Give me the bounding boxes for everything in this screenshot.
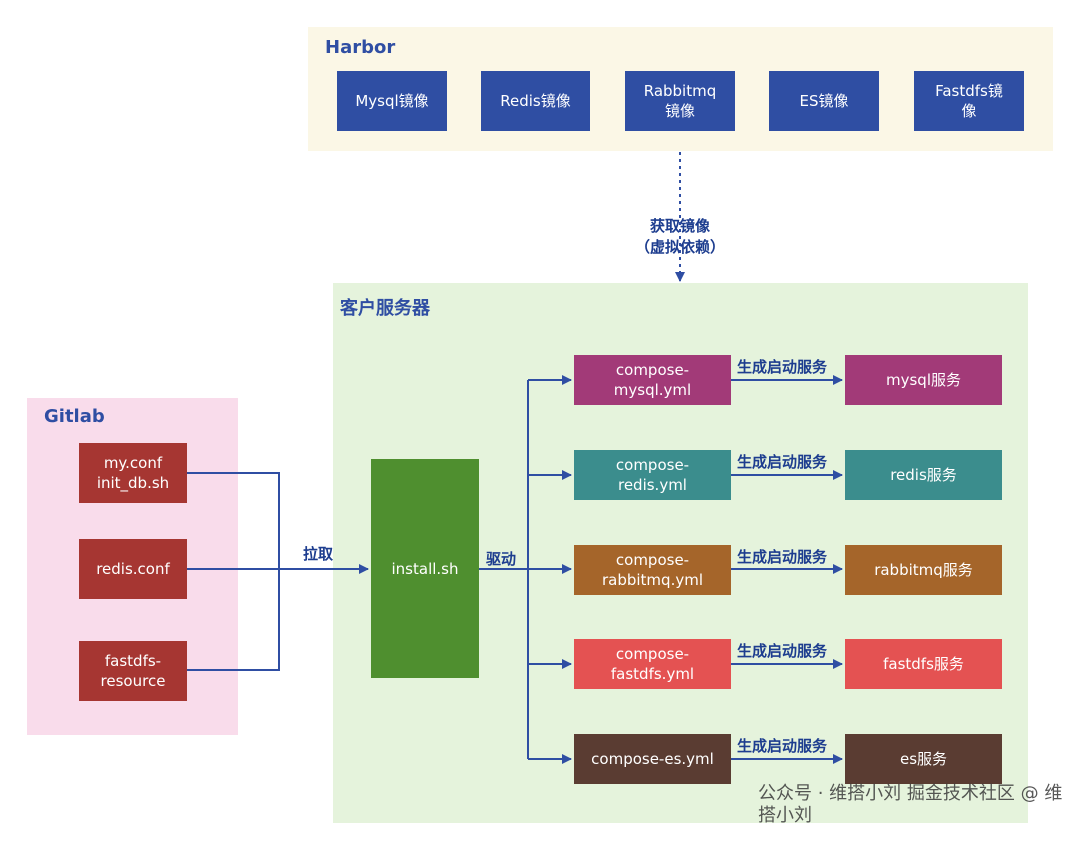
compose-file-box: compose- redis.yml	[574, 450, 731, 500]
service-box: es服务	[845, 734, 1002, 784]
gitlab-file-box: fastdfs- resource	[79, 641, 187, 701]
gitlab-title: Gitlab	[44, 406, 105, 427]
harbor-title: Harbor	[325, 37, 396, 58]
harbor-image-box: ES镜像	[769, 71, 879, 131]
install-script-box: install.sh	[371, 459, 479, 678]
drive-label: 驱动	[486, 550, 517, 568]
generate-label: 生成启动服务	[737, 453, 828, 471]
compose-file-box: compose- fastdfs.yml	[574, 639, 731, 689]
fetch-label: 获取镜像 （虚拟依赖）	[634, 217, 725, 256]
generate-connector	[731, 375, 843, 764]
generate-label: 生成启动服务	[737, 737, 828, 755]
drive-connector	[479, 375, 572, 764]
pull-connector	[187, 472, 369, 671]
harbor-image-box: Mysql镜像	[337, 71, 447, 131]
generate-label: 生成启动服务	[737, 358, 828, 376]
generate-label: 生成启动服务	[737, 548, 828, 566]
compose-file-box: compose-es.yml	[574, 734, 731, 784]
compose-file-box: compose- rabbitmq.yml	[574, 545, 731, 595]
pull-label: 拉取	[303, 545, 334, 563]
service-box: fastdfs服务	[845, 639, 1002, 689]
compose-file-box: compose- mysql.yml	[574, 355, 731, 405]
harbor-image-box: Fastdfs镜 像	[914, 71, 1024, 131]
harbor-image-box: Rabbitmq 镜像	[625, 71, 735, 131]
service-box: rabbitmq服务	[845, 545, 1002, 595]
gitlab-file-box: my.conf init_db.sh	[79, 443, 187, 503]
harbor-image-box: Redis镜像	[481, 71, 590, 131]
server-title: 客户服务器	[340, 298, 430, 319]
watermark: 公众号 · 维搭小刘 掘金技术社区 @ 维搭小刘	[758, 783, 1063, 826]
service-box: mysql服务	[845, 355, 1002, 405]
gitlab-file-box: redis.conf	[79, 539, 187, 599]
service-box: redis服务	[845, 450, 1002, 500]
generate-label: 生成启动服务	[737, 642, 828, 660]
